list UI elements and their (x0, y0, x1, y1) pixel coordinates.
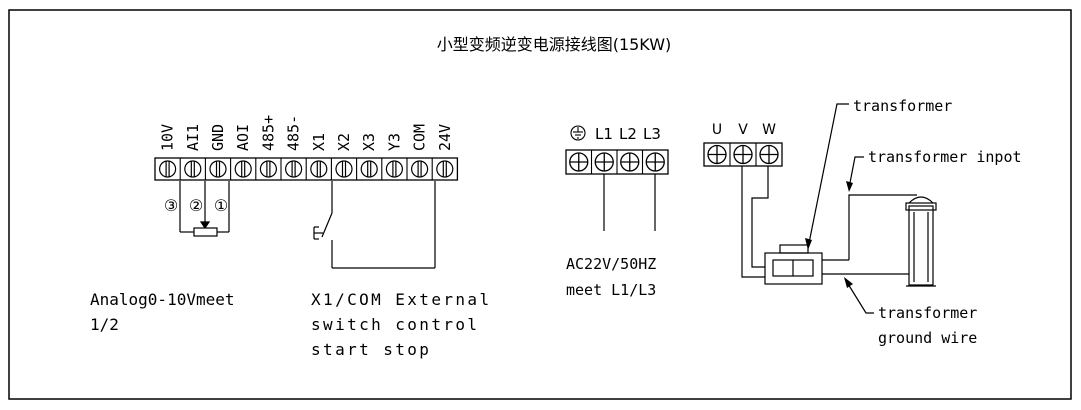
analog-note-line1: Analog0-10Vmeet (90, 290, 235, 309)
callout-ground-line1: transformer (878, 304, 977, 322)
terminal-10v (159, 160, 177, 178)
control-terminal-block (154, 157, 459, 181)
terminal-l2 (620, 152, 640, 172)
output-terminal-block (703, 142, 783, 167)
terminal-label-y3: Y3 (385, 133, 403, 151)
terminal-v (733, 144, 753, 165)
callout-ground-line2: ground wire (878, 329, 977, 347)
terminal-x1 (310, 160, 328, 178)
terminal-label-x3: X3 (360, 133, 378, 151)
terminal-x3 (360, 160, 378, 178)
terminal-aoi (234, 160, 252, 178)
terminal-label-com: COM (411, 124, 429, 151)
terminal-label-l1: L1 (595, 125, 613, 143)
terminal-ground (569, 152, 589, 172)
terminal-label-gnd: GND (209, 124, 227, 151)
terminal-label-10v: 10V (159, 124, 177, 151)
diagram-frame (8, 9, 1072, 400)
switch-note-line2: switch control (311, 315, 479, 334)
terminal-label-x1: X1 (310, 133, 328, 151)
power-input-terminal-block (565, 149, 669, 175)
terminal-485 (259, 160, 277, 178)
terminal-label-485: 485- (285, 115, 303, 151)
switch-note-line3: start stop (311, 340, 431, 359)
terminal-l1 (594, 152, 614, 172)
potentiometer-markers: ③ ② ① (164, 196, 228, 215)
terminal-l3 (645, 152, 665, 172)
terminal-label-l2: L2 (619, 125, 637, 143)
terminal-label-485: 485+ (259, 115, 277, 151)
terminal-label-x2: X2 (335, 133, 353, 151)
control-terminal-labels: 10V AI1 GND AOI 485+ 485- X1 X2 X3 Y3 COM 24V (159, 115, 454, 151)
power-note-line1: AC22V/50HZ (566, 255, 656, 273)
diagram-title: 小型变频逆变电源接线图(15KW) (437, 35, 672, 54)
terminal-24v (436, 160, 454, 178)
pot-marker-2: ② (189, 196, 203, 215)
terminal-label-u: U (712, 122, 722, 138)
pot-marker-1: ① (214, 196, 228, 215)
terminal-gnd (209, 160, 227, 178)
output-wiring (741, 166, 917, 278)
analog-note-line2: 1/2 (90, 315, 119, 334)
power-input-labels: L1 L2 L3 (595, 125, 661, 143)
ground-symbol (570, 125, 586, 141)
terminal-u (707, 144, 727, 165)
terminal-485 (285, 160, 303, 178)
terminal-ai1 (184, 160, 202, 178)
power-note-line2: meet L1/L3 (566, 281, 656, 299)
potentiometer-wiring (179, 181, 230, 233)
terminal-com (411, 160, 429, 178)
terminal-label-l3: L3 (643, 125, 661, 143)
switch-note-line1: X1/COM External (311, 290, 492, 309)
external-switch-wiring (313, 181, 436, 269)
terminal-w (759, 144, 779, 165)
callout-arrowheads (805, 181, 853, 288)
potentiometer (193, 227, 218, 237)
terminal-x2 (335, 160, 353, 178)
transformer-cylinder (905, 196, 937, 287)
pot-marker-3: ③ (164, 196, 178, 215)
terminal-label-v: V (738, 122, 748, 138)
terminal-label-ai1: AI1 (184, 124, 202, 151)
terminal-label-24v: 24V (436, 124, 454, 151)
transformer-unit (764, 244, 823, 285)
callout-transformer-input: transformer inpot (868, 148, 1022, 166)
terminal-label-aoi: AOI (234, 124, 252, 151)
terminal-label-w: W (762, 122, 776, 138)
callout-arrows (807, 103, 874, 314)
terminal-y3 (385, 160, 403, 178)
callout-transformer: transformer (853, 97, 952, 115)
power-input-wires (603, 174, 656, 231)
